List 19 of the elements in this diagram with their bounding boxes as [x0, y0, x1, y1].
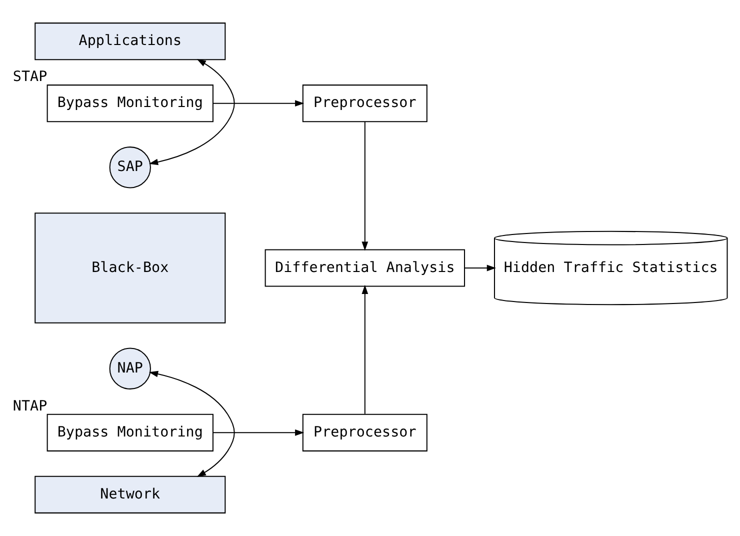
node-box: Preprocessor	[302, 84, 428, 122]
node-box: Black-Box	[34, 212, 226, 324]
node-box: Differential Analysis	[264, 249, 466, 287]
node-label: NTAP	[12, 398, 48, 414]
arrow	[213, 429, 304, 436]
node-circle: NAP	[109, 348, 151, 390]
node-box: Network	[34, 476, 226, 514]
arrow	[213, 100, 304, 107]
arrow	[464, 264, 496, 272]
node-box: Bypass Monitoring	[46, 84, 214, 122]
node-box: Bypass Monitoring	[46, 414, 214, 452]
arrow	[148, 59, 235, 166]
node-circle: SAP	[109, 146, 151, 188]
arrow	[362, 122, 368, 251]
node-box: Preprocessor	[302, 414, 428, 452]
node-label: STAP	[12, 69, 48, 86]
arrow	[148, 370, 235, 477]
node-box: Applications	[34, 22, 226, 60]
arrow	[362, 284, 368, 414]
